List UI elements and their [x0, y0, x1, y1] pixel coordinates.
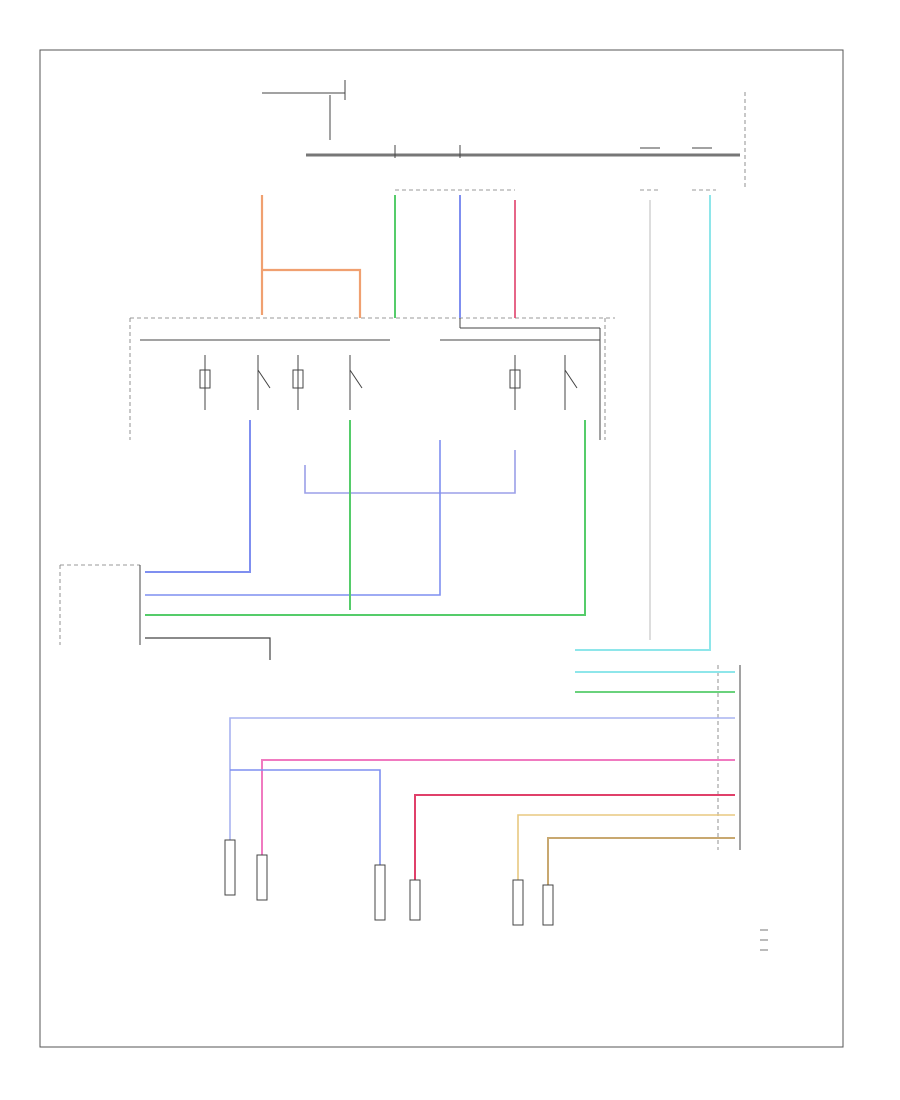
- switch-6: [564, 355, 578, 410]
- wire-violet-bridge: [304, 450, 516, 494]
- switch-3: [292, 355, 304, 410]
- wire-green-lower: [145, 420, 586, 616]
- wire-black-ground: [145, 637, 271, 660]
- wire-red-lower: [414, 794, 735, 880]
- switch-4: [349, 355, 363, 410]
- switch-2: [257, 355, 271, 410]
- legend-marks: [760, 929, 768, 951]
- wire-blue-lower: [145, 420, 251, 573]
- wire-cyan: [575, 195, 711, 651]
- power-distribution: [262, 80, 746, 191]
- sensor-connector-1: [224, 839, 268, 901]
- diagram-frame: [39, 49, 844, 1048]
- switch-5: [509, 355, 521, 410]
- switch-1: [199, 355, 211, 410]
- sensor-connector-3: [512, 879, 554, 926]
- right-connector: [717, 665, 741, 850]
- left-control-module: [59, 564, 141, 645]
- wire-blue-long: [145, 440, 441, 596]
- wire-khaki: [547, 837, 735, 890]
- wire-orange: [260, 195, 362, 318]
- wire-pink-long: [261, 759, 735, 860]
- wire-cyan-lower: [575, 671, 735, 693]
- wire-lightblue-long: [229, 717, 735, 840]
- switch-module: [129, 317, 615, 440]
- wire-tan: [517, 814, 735, 880]
- wire-blue-mid: [230, 769, 381, 870]
- sensor-connector-2: [374, 864, 421, 921]
